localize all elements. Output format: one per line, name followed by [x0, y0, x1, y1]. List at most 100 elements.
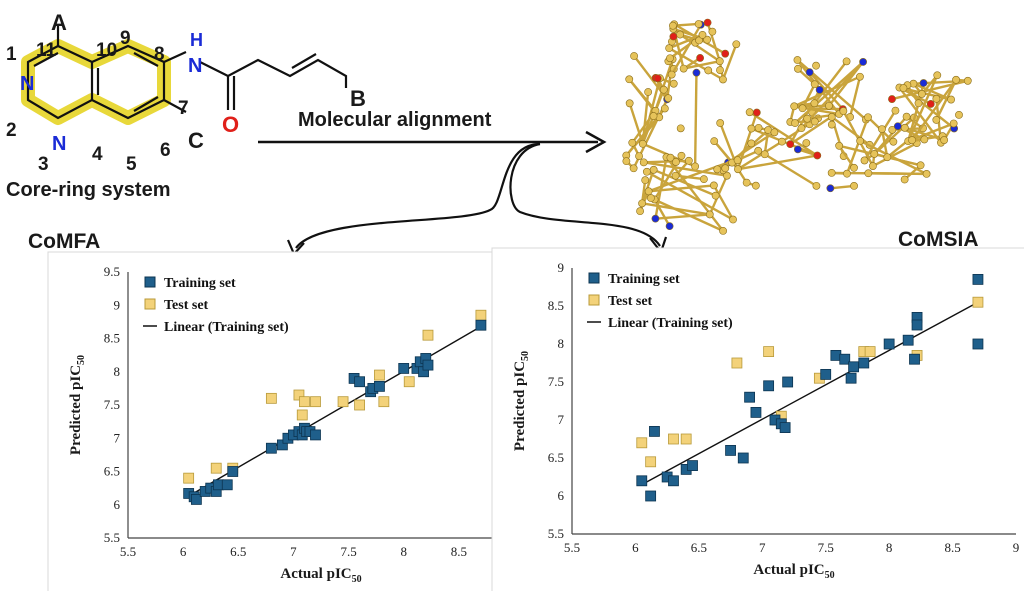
test-point	[731, 357, 743, 369]
x-axis-label-subscript: 50	[825, 570, 835, 581]
atom-sphere	[940, 136, 949, 144]
training-point	[374, 380, 385, 392]
test-point	[299, 396, 310, 408]
amide-n-label: N	[188, 55, 202, 77]
x-tick-label: 8.5	[451, 544, 467, 559]
alignment-label: Molecular alignment	[298, 109, 492, 131]
chart-frame	[47, 251, 535, 591]
atom-sphere	[902, 112, 911, 121]
atom-sphere	[835, 141, 844, 150]
atom-sphere	[635, 152, 643, 160]
test-point	[293, 389, 305, 401]
bond-stick	[911, 79, 958, 141]
atom-sphere	[708, 27, 717, 36]
atom-sphere	[850, 163, 858, 172]
y-tick-label: 7.5	[104, 397, 120, 412]
test-point	[645, 456, 657, 468]
bond-stick	[668, 33, 703, 50]
atom-sphere	[666, 153, 675, 162]
y-axis-label-subscript: 50	[76, 355, 87, 365]
atom-sphere	[647, 194, 655, 202]
atom-sphere	[949, 119, 958, 128]
training-point	[763, 380, 775, 392]
atom-sphere	[659, 85, 668, 94]
y-tick-label: 6.5	[104, 464, 120, 479]
bond-stick	[907, 122, 955, 143]
atom-sphere	[825, 101, 833, 110]
atom-sphere	[919, 79, 928, 87]
atom-sphere	[868, 162, 877, 170]
training-point	[398, 363, 410, 374]
test-point	[636, 437, 648, 449]
bond-stick	[721, 43, 738, 80]
atom-sphere	[745, 108, 754, 117]
atom-sphere	[826, 184, 835, 193]
atom-sphere	[625, 99, 634, 108]
atom-sphere	[703, 35, 712, 44]
atom-sphere	[703, 18, 712, 27]
atom-sphere	[677, 151, 686, 160]
y-tick-label: 6	[114, 497, 121, 512]
atom-sphere	[719, 226, 727, 235]
atom-sphere	[671, 171, 680, 180]
legend-test-swatch	[588, 294, 600, 306]
atom-sphere	[636, 207, 644, 216]
legend-training-swatch	[144, 276, 156, 288]
atom-sphere	[893, 122, 902, 131]
atom-sphere	[827, 120, 836, 129]
atom-sphere	[827, 168, 836, 177]
atom-sphere	[676, 30, 684, 39]
position-7: 7	[178, 98, 189, 119]
substituent-c: C	[188, 128, 204, 153]
atom-sphere	[916, 161, 925, 170]
atom-sphere	[665, 44, 674, 53]
atom-sphere	[734, 165, 742, 174]
atom-sphere	[786, 140, 795, 149]
bond-stick	[628, 78, 657, 112]
atom-sphere	[864, 113, 872, 122]
atom-sphere	[696, 54, 705, 62]
atom-sphere	[932, 116, 941, 124]
atom-sphere	[810, 117, 819, 126]
x-tick-label: 8.5	[944, 540, 960, 555]
atom-sphere	[644, 187, 653, 196]
training-point	[668, 475, 679, 487]
bond-stick	[872, 142, 918, 168]
y-tick-label: 7	[114, 430, 121, 445]
atom-sphere	[864, 169, 873, 178]
training-point	[475, 319, 487, 331]
bond-stick	[650, 196, 724, 232]
y-tick-label: 8.5	[548, 298, 564, 313]
bond-stick	[868, 172, 927, 176]
core-ring-structure: A B C N N N H O 1 2 3 4 5 6 7 8 9 10 11 …	[6, 10, 366, 201]
atom-sphere	[797, 124, 806, 133]
atom-sphere	[660, 104, 669, 113]
comsia-label: CoMSIA	[898, 228, 979, 251]
atom-sphere	[914, 99, 923, 108]
bond-stick	[641, 91, 650, 144]
x-tick-label: 8	[886, 540, 893, 555]
comfa-label: CoMFA	[28, 230, 100, 253]
atom-sphere	[721, 164, 730, 173]
position-9: 9	[120, 28, 131, 49]
bond-stick	[737, 140, 783, 171]
atom-sphere	[842, 57, 851, 66]
atom-sphere	[803, 114, 812, 123]
branch-arrow-comsia	[509, 142, 661, 247]
atom-sphere	[649, 112, 658, 120]
atom-sphere	[810, 80, 819, 89]
training-point	[858, 357, 870, 369]
position-2: 2	[6, 120, 17, 141]
atom-sphere	[653, 74, 662, 83]
oxygen-label: O	[222, 112, 239, 137]
y-axis-label-subscript: 50	[520, 351, 531, 361]
bond-stick	[628, 102, 644, 145]
test-point	[680, 433, 692, 445]
atom-sphere	[704, 66, 713, 75]
test-point	[310, 396, 321, 408]
atom-sphere	[812, 61, 820, 70]
atom-sphere	[639, 158, 648, 167]
bond-stick	[838, 144, 921, 167]
atom-sphere	[694, 20, 703, 28]
